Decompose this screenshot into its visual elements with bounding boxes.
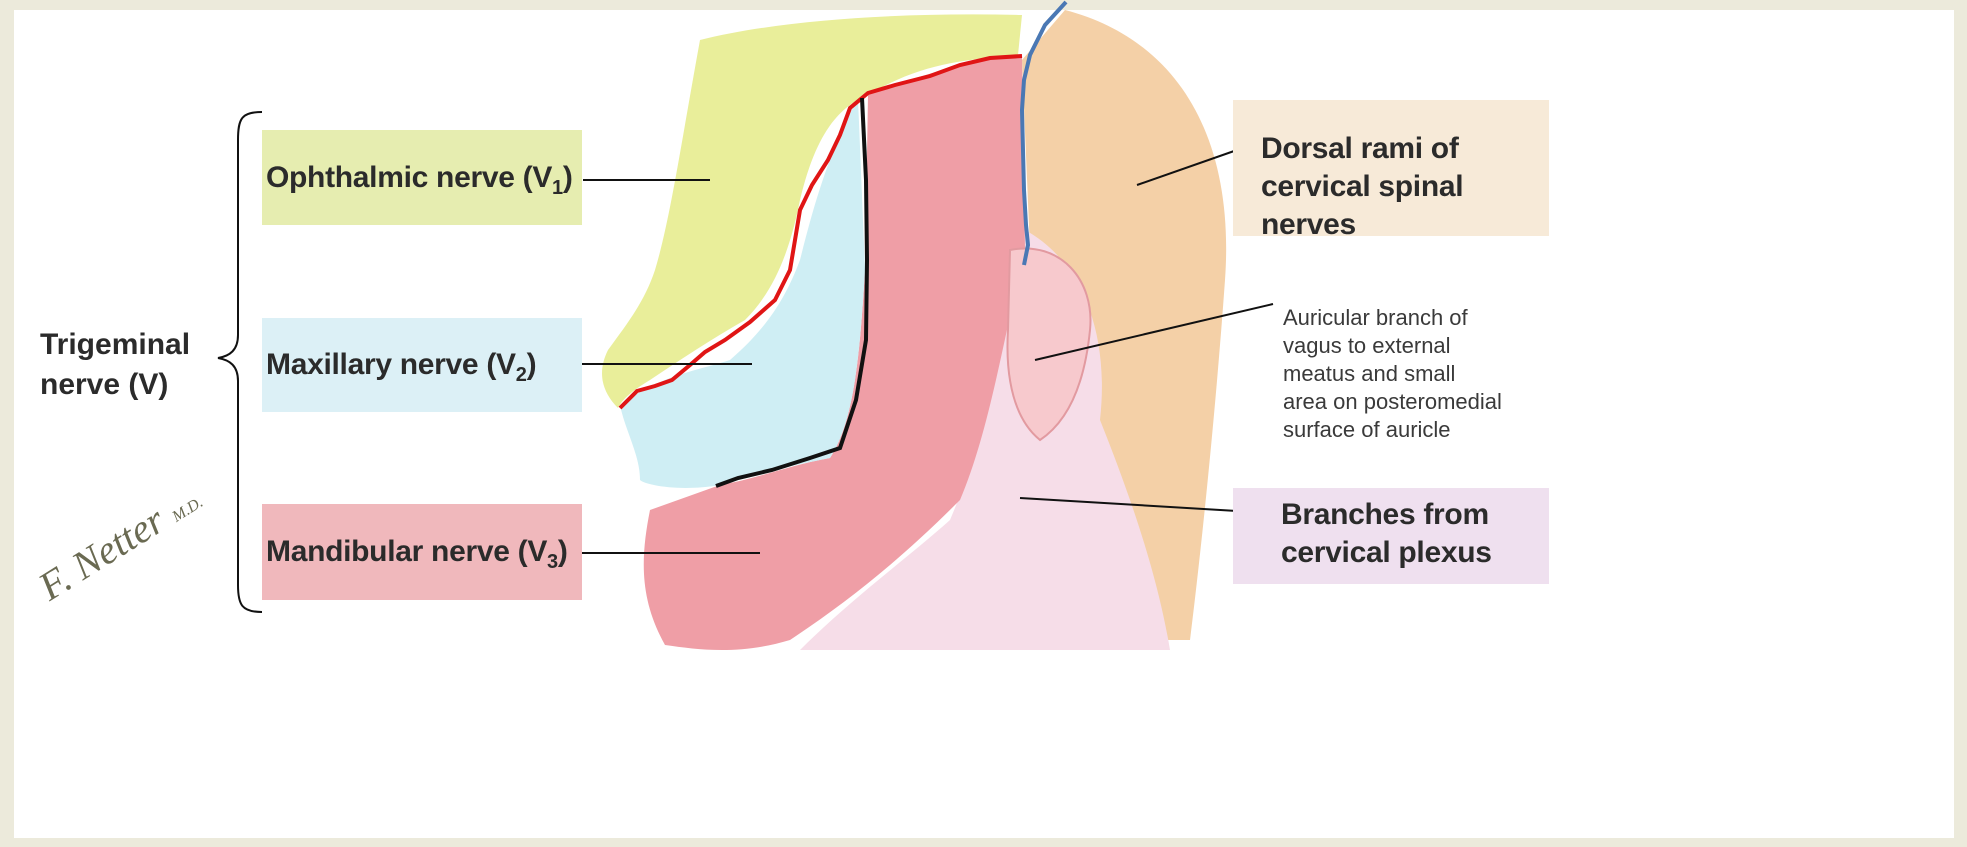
mandibular-nerve-label: Mandibular nerve (V3) (262, 504, 582, 600)
trigeminal-brace (218, 112, 262, 612)
mandibular-nerve-text: Mandibular nerve (V3) (262, 535, 568, 569)
auricular-line-2: vagus to external (1283, 332, 1502, 360)
cervical-plexus-line-2: cervical plexus (1281, 534, 1492, 572)
dorsal-rami-line-1: Dorsal rami of (1261, 130, 1463, 168)
ophthalmic-nerve-text: Ophthalmic nerve (V1) (262, 161, 573, 195)
dorsal-rami-line-2: cervical spinal (1261, 168, 1463, 206)
ophthalmic-nerve-label: Ophthalmic nerve (V1) (262, 130, 582, 225)
maxillary-nerve-text: Maxillary nerve (V2) (262, 348, 536, 382)
auricular-line-3: meatus and small (1283, 360, 1502, 388)
dorsal-rami-label: Dorsal rami of cervical spinal nerves (1233, 100, 1549, 236)
dorsal-rami-line-3: nerves (1261, 206, 1463, 244)
auricular-branch-label: Auricular branch of vagus to external me… (1283, 304, 1502, 444)
trigeminal-line-1: Trigeminal (40, 325, 190, 365)
maxillary-nerve-label: Maxillary nerve (V2) (262, 318, 582, 412)
trigeminal-line-2: nerve (V) (40, 365, 190, 405)
trigeminal-group-label: Trigeminal nerve (V) (40, 325, 190, 405)
cervical-plexus-line-1: Branches from (1281, 496, 1492, 534)
auricular-line-4: area on posteromedial (1283, 388, 1502, 416)
auricular-line-5: surface of auricle (1283, 416, 1502, 444)
auricular-line-1: Auricular branch of (1283, 304, 1502, 332)
cervical-plexus-label: Branches from cervical plexus (1233, 488, 1549, 584)
